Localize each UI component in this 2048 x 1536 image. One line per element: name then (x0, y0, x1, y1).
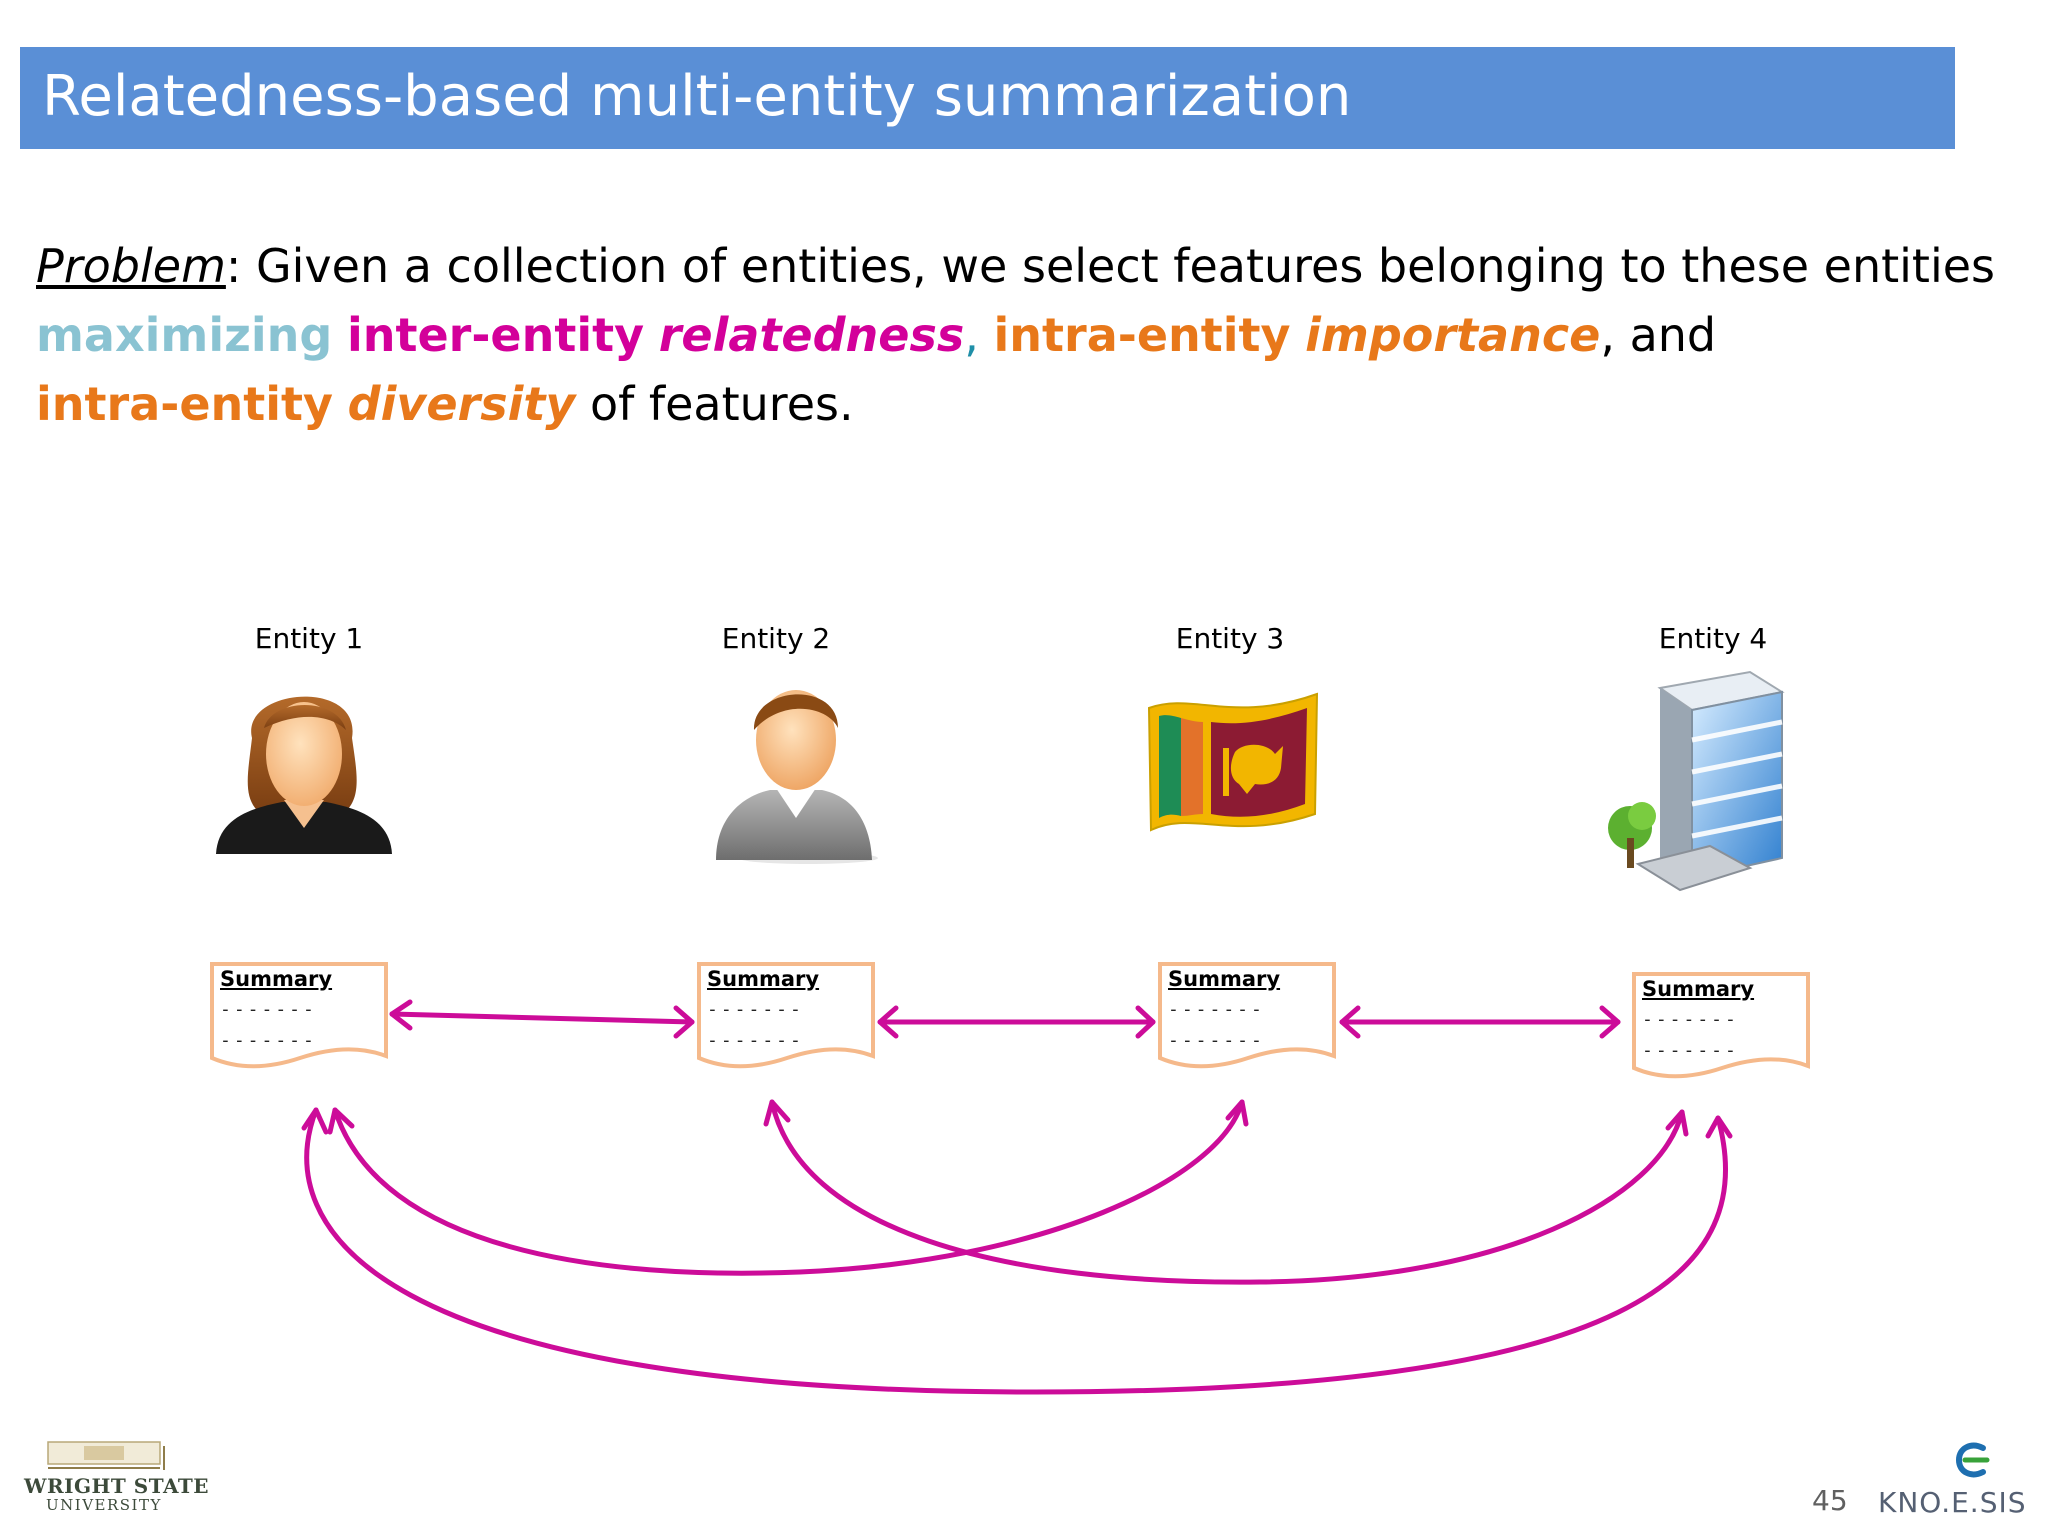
summary-line: ------- (1168, 999, 1265, 1020)
wright-state-emblem-icon (47, 1441, 165, 1470)
slide-title: Relatedness-based multi-entity summariza… (42, 64, 1352, 129)
word-intra-entity-1: intra-entity (993, 308, 1291, 362)
entity-2-label: Entity 2 (721, 622, 831, 655)
summary-box-1: Summary ------- ------- (210, 962, 388, 1072)
summary-line: ------- (220, 1030, 317, 1051)
entity-4-label: Entity 4 (1658, 622, 1768, 655)
sri-lanka-flag-icon (1147, 692, 1319, 832)
summary-line: ------- (1168, 1030, 1265, 1051)
wright-state-logo: WRIGHT STATE UNIVERSITY (24, 1438, 209, 1518)
word-importance: importance (1305, 308, 1601, 362)
arrow-1-3-curve (327, 1099, 1249, 1276)
word-and: , and (1600, 308, 1717, 362)
summary-title: Summary (1642, 977, 1755, 1001)
problem-label: Problem (36, 239, 226, 293)
summary-line: ------- (1642, 1040, 1739, 1061)
summary-line: ------- (707, 999, 804, 1020)
summary-title: Summary (220, 967, 333, 991)
page-number: 45 (1812, 1484, 1848, 1517)
problem-statement: Problem: Given a collection of entities,… (36, 232, 2026, 439)
knoesis-emblem-icon (1955, 1442, 1990, 1478)
summary-box-4: Summary ------- ------- (1632, 972, 1810, 1082)
word-intra-entity-2: intra-entity (36, 377, 334, 431)
arrow-3-4 (1339, 1005, 1621, 1039)
summary-box-3: Summary ------- ------- (1158, 962, 1336, 1072)
word-inter-entity: inter-entity (346, 308, 645, 362)
man-user-icon (716, 690, 878, 864)
word-relatedness: relatedness (658, 308, 965, 362)
problem-sentence: : Given a collection of entities, we sel… (225, 239, 1996, 293)
entity-1-label: Entity 1 (254, 622, 364, 655)
summary-title: Summary (707, 967, 820, 991)
comma: , (964, 308, 979, 362)
wsu-university: UNIVERSITY (46, 1496, 162, 1514)
problem-tail: of features. (589, 377, 854, 431)
entity-3-label: Entity 3 (1175, 622, 1285, 655)
word-maximizing: maximizing (36, 308, 333, 362)
summary-title: Summary (1168, 967, 1281, 991)
arrow-1-4-curve (301, 1107, 1733, 1395)
summary-line: ------- (220, 999, 317, 1020)
woman-user-icon (216, 696, 392, 854)
title-bar: Relatedness-based multi-entity summariza… (20, 47, 1955, 149)
knoesis-wordmark: KNO.E.SIS (1878, 1486, 2027, 1519)
arrow-1-2 (389, 999, 695, 1039)
arrow-2-4-curve (763, 1099, 1689, 1285)
summary-line: ------- (1642, 1009, 1739, 1030)
word-diversity: diversity (347, 377, 576, 431)
summary-line: ------- (707, 1030, 804, 1051)
office-building-icon (1608, 670, 1785, 892)
summary-box-2: Summary ------- ------- (697, 962, 875, 1072)
wsu-name: WRIGHT STATE (24, 1474, 210, 1498)
knoesis-logo: KNO.E.SIS (1875, 1440, 2040, 1520)
arrow-2-3 (877, 1005, 1156, 1039)
